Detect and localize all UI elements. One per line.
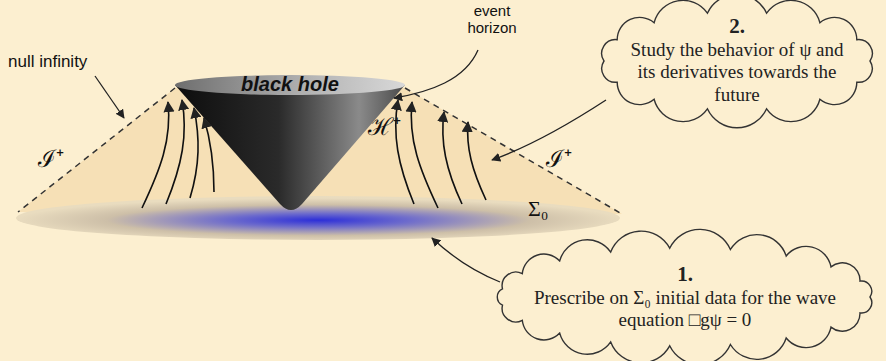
callout-cloud: 2.Study the behavior of ψ and its deriva… (592, 0, 882, 122)
wave-arrow (166, 100, 184, 204)
infinity-symbol: ℐ⁺ (38, 146, 64, 174)
wave-arrow (142, 102, 169, 208)
leader-line (432, 238, 500, 282)
leader-line (95, 76, 124, 118)
region-label: null infinity (8, 52, 87, 72)
callout-number: 1. (677, 262, 693, 287)
wave-arrows (142, 100, 486, 208)
callout-cloud: 1.Prescribe on Σ₀ initial data for the w… (488, 236, 882, 358)
infinity-symbol: ℐ⁺ (546, 146, 572, 174)
horizon-symbol: ℋ⁺ (368, 114, 401, 142)
wave-arrow (411, 102, 438, 208)
initial-surface (16, 196, 620, 240)
wave-arrow (443, 112, 462, 204)
black-hole-cone (175, 85, 405, 210)
surface-symbol: Σ₀ (528, 196, 548, 221)
callout-text: Study the behavior of ψ and its derivati… (622, 39, 852, 106)
horizon-label: event horizon (452, 2, 532, 37)
black-hole-label: black hole (241, 73, 339, 96)
callout-text: Prescribe on Σ₀ initial data for the wav… (525, 287, 845, 332)
wave-arrow (204, 118, 214, 192)
wave-arrow (190, 108, 198, 198)
cloud-outline (602, 0, 873, 128)
cloud-outline (497, 229, 871, 361)
callout-number: 2. (729, 14, 745, 39)
wave-arrow (468, 122, 486, 200)
null-infinity-line (405, 88, 622, 214)
null-infinity-line (18, 88, 175, 212)
leader-line (394, 50, 478, 98)
